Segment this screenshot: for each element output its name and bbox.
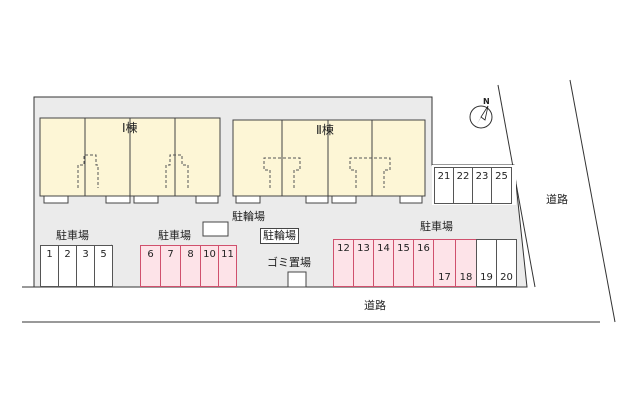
stall-21: 21 [434, 167, 454, 204]
stall-19: 19 [476, 239, 497, 287]
garbage-area-label: ゴミ置場 [267, 256, 311, 269]
building-2-label: Ⅱ棟 [316, 123, 334, 137]
parking-lot-c-label: 駐車場 [420, 220, 453, 233]
compass-north-label: N [483, 97, 490, 106]
bicycle-shed-1-label: 駐輪場 [232, 210, 265, 223]
stall-13: 13 [353, 239, 374, 287]
garbage-area [287, 271, 307, 288]
stall-22: 22 [453, 167, 473, 204]
parking-lot-a-label: 駐車場 [56, 229, 89, 242]
stall-11: 11 [218, 245, 237, 287]
compass-icon: N [468, 97, 498, 130]
stall-10: 10 [200, 245, 219, 287]
road-south-label: 道路 [364, 299, 386, 312]
stall-20: 20 [496, 239, 517, 287]
building-2-balconies [235, 195, 423, 204]
stall-2: 2 [58, 245, 77, 287]
bicycle-shed-2-label: 駐輪場 [260, 228, 299, 244]
road-line-east-right [569, 79, 616, 323]
stall-3: 3 [76, 245, 95, 287]
stall-1: 1 [40, 245, 59, 287]
stall-8: 8 [180, 245, 201, 287]
stall-14: 14 [373, 239, 394, 287]
parking-lot-b-label: 駐車場 [158, 229, 191, 242]
stall-7: 7 [160, 245, 181, 287]
bicycle-shed-1 [202, 221, 229, 237]
stall-15: 15 [393, 239, 414, 287]
stall-25: 25 [491, 167, 512, 204]
stall-18: 18 [455, 239, 477, 287]
stall-16: 16 [413, 239, 434, 287]
building-1-balconies [43, 195, 219, 204]
stall-12: 12 [333, 239, 354, 287]
stall-5: 5 [94, 245, 113, 287]
road-east-label: 道路 [546, 193, 568, 206]
stall-6: 6 [140, 245, 161, 287]
stall-23: 23 [472, 167, 492, 204]
building-1-stairs [77, 154, 189, 188]
stall-17: 17 [433, 239, 456, 287]
building-1-label: Ⅰ棟 [122, 121, 138, 135]
building-2-stairs [263, 157, 391, 188]
